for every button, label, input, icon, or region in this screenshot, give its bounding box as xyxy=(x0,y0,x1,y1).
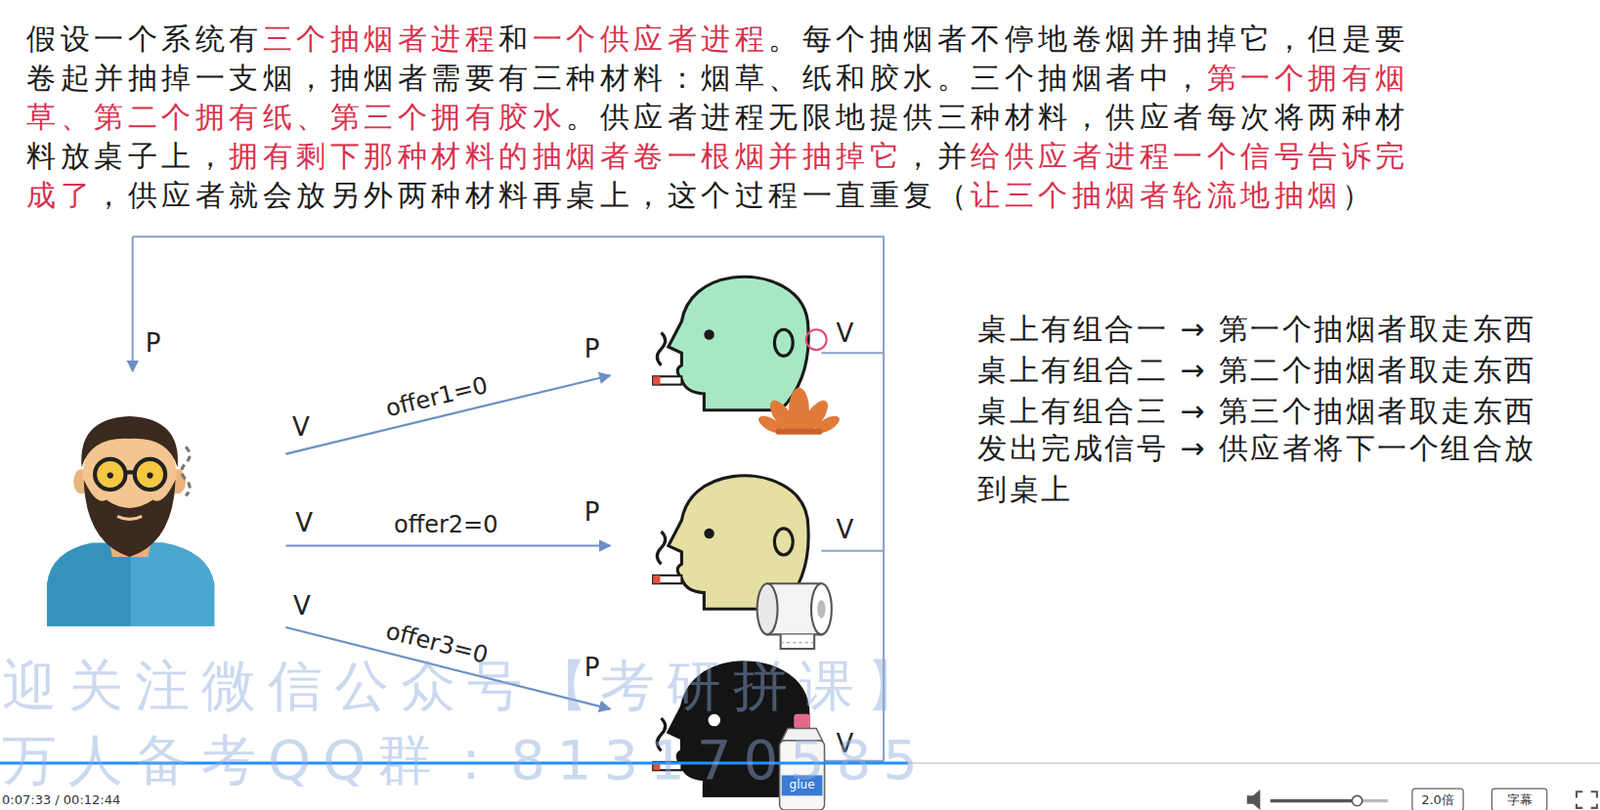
semaphore-op: V xyxy=(836,516,855,546)
player-button: 2.0倍 xyxy=(1421,792,1455,808)
semaphore-op: V xyxy=(295,509,313,539)
product-label: glue xyxy=(789,778,816,793)
highlight-text: 三个抽烟者进程 xyxy=(262,21,500,56)
body-text: ） xyxy=(1341,177,1377,213)
semaphore-name: offer2=0 xyxy=(393,512,499,540)
body-text: 和 xyxy=(498,21,533,56)
semaphore-op: V xyxy=(293,592,311,622)
semaphore-op: V xyxy=(292,414,310,444)
rule-text: 发出完成信号 → 供应者将下一个组合放到桌上 xyxy=(977,428,1564,511)
rule-text: 桌上有组合一 → 第一个抽烟者取走东西 xyxy=(977,308,1564,350)
rule-text: 桌上有组合三 → 第三个抽烟者取走东西 xyxy=(977,390,1564,433)
tobacco-leaf xyxy=(755,388,842,437)
player-button: 字幕 xyxy=(1507,792,1533,808)
body-text: 假设一个系统有 xyxy=(26,21,263,56)
semaphore-op: P xyxy=(584,335,601,365)
watermark: 迎关注微信公众号【考研拼课】 xyxy=(1,653,933,717)
highlight-text: 一个供应者进程 xyxy=(532,21,770,56)
semaphore-op: P xyxy=(145,329,162,359)
supplier-figure xyxy=(46,416,215,627)
highlight-text: 让三个抽烟者轮流地抽烟 xyxy=(970,177,1342,213)
paper-roll xyxy=(757,583,832,649)
semaphore-name: offer1=0 xyxy=(383,372,491,424)
smoker-figure xyxy=(652,276,842,436)
semaphore-op: V xyxy=(836,319,855,349)
body-text: ，并 xyxy=(903,138,971,173)
body-text: ，供应者就会放另外两种材料再桌上，这个过程一直重复（ xyxy=(93,177,971,213)
time-display: 0:07:33 / 00:12:44 xyxy=(1,792,121,808)
highlight-text: 拥有剩下那种材料的抽烟者卷一根烟并抽掉它 xyxy=(228,138,904,173)
semaphore-op: P xyxy=(584,498,601,528)
problem-statement: 假设一个系统有三个抽烟者进程和一个供应者进程。每个抽烟者不停地卷烟并抽掉它，但是… xyxy=(26,19,1439,216)
rule-text: 桌上有组合二 → 第二个抽烟者取走东西 xyxy=(977,349,1564,391)
